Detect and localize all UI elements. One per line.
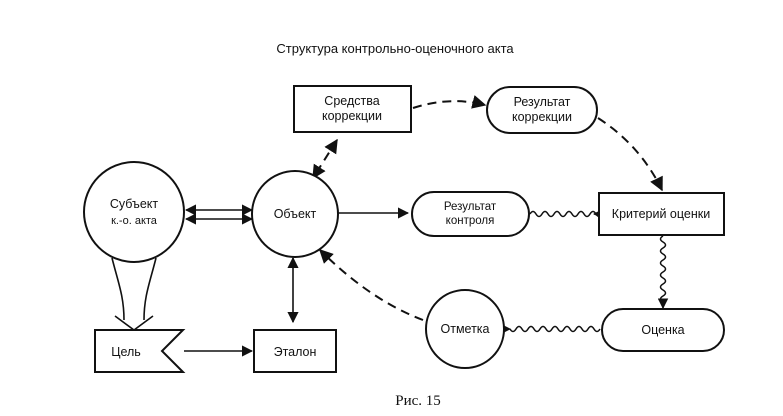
subject-object-link: [184, 204, 254, 225]
correction-means-label-2: коррекции: [322, 109, 382, 123]
subject-label-2: к.-о. акта: [111, 215, 158, 227]
subject-node: [83, 161, 185, 263]
object-node: [251, 170, 339, 258]
standard-node: [253, 329, 337, 373]
diagram-title: Структура контрольно-оценочного акта: [276, 41, 514, 56]
mark-node: [425, 289, 505, 369]
correction-result-to-criterion-dashed-arrow: [597, 117, 663, 192]
goal-label: Цель: [111, 345, 141, 359]
goal-node: [94, 329, 186, 373]
subject-label-1: Субъект: [110, 197, 159, 211]
criterion-to-assessment-wavy-arrow: [657, 235, 669, 310]
control-result-label-2: контроля: [446, 215, 495, 227]
assessment-node: [601, 308, 725, 352]
subject-to-goal-funnel: [111, 257, 157, 321]
correction-result-node: [486, 86, 598, 134]
correction-result-label-2: коррекции: [512, 110, 572, 124]
control-result-node: [411, 191, 530, 237]
correction-means-node: [293, 85, 412, 133]
control-result-to-criterion-wavy-arrow: [529, 208, 604, 220]
correction-means-label-1: Средства: [324, 94, 379, 108]
correction-result-label-1: Результат: [514, 95, 571, 109]
standard-label: Эталон: [274, 345, 317, 359]
figure-caption: Рис. 15: [395, 393, 441, 409]
criterion-label: Критерий оценки: [612, 207, 710, 221]
criterion-node: [598, 192, 725, 236]
assessment-label: Оценка: [641, 323, 684, 337]
means-object-dashed-arrow: [312, 138, 338, 180]
object-label: Объект: [274, 207, 317, 221]
mark-to-object-dashed-arrow: [319, 249, 424, 321]
assessment-to-mark-wavy-arrow: [509, 325, 601, 340]
mark-label: Отметка: [441, 322, 490, 336]
means-to-correction-result-dashed-arrow: [412, 95, 487, 109]
control-result-label-1: Результат: [444, 201, 497, 213]
